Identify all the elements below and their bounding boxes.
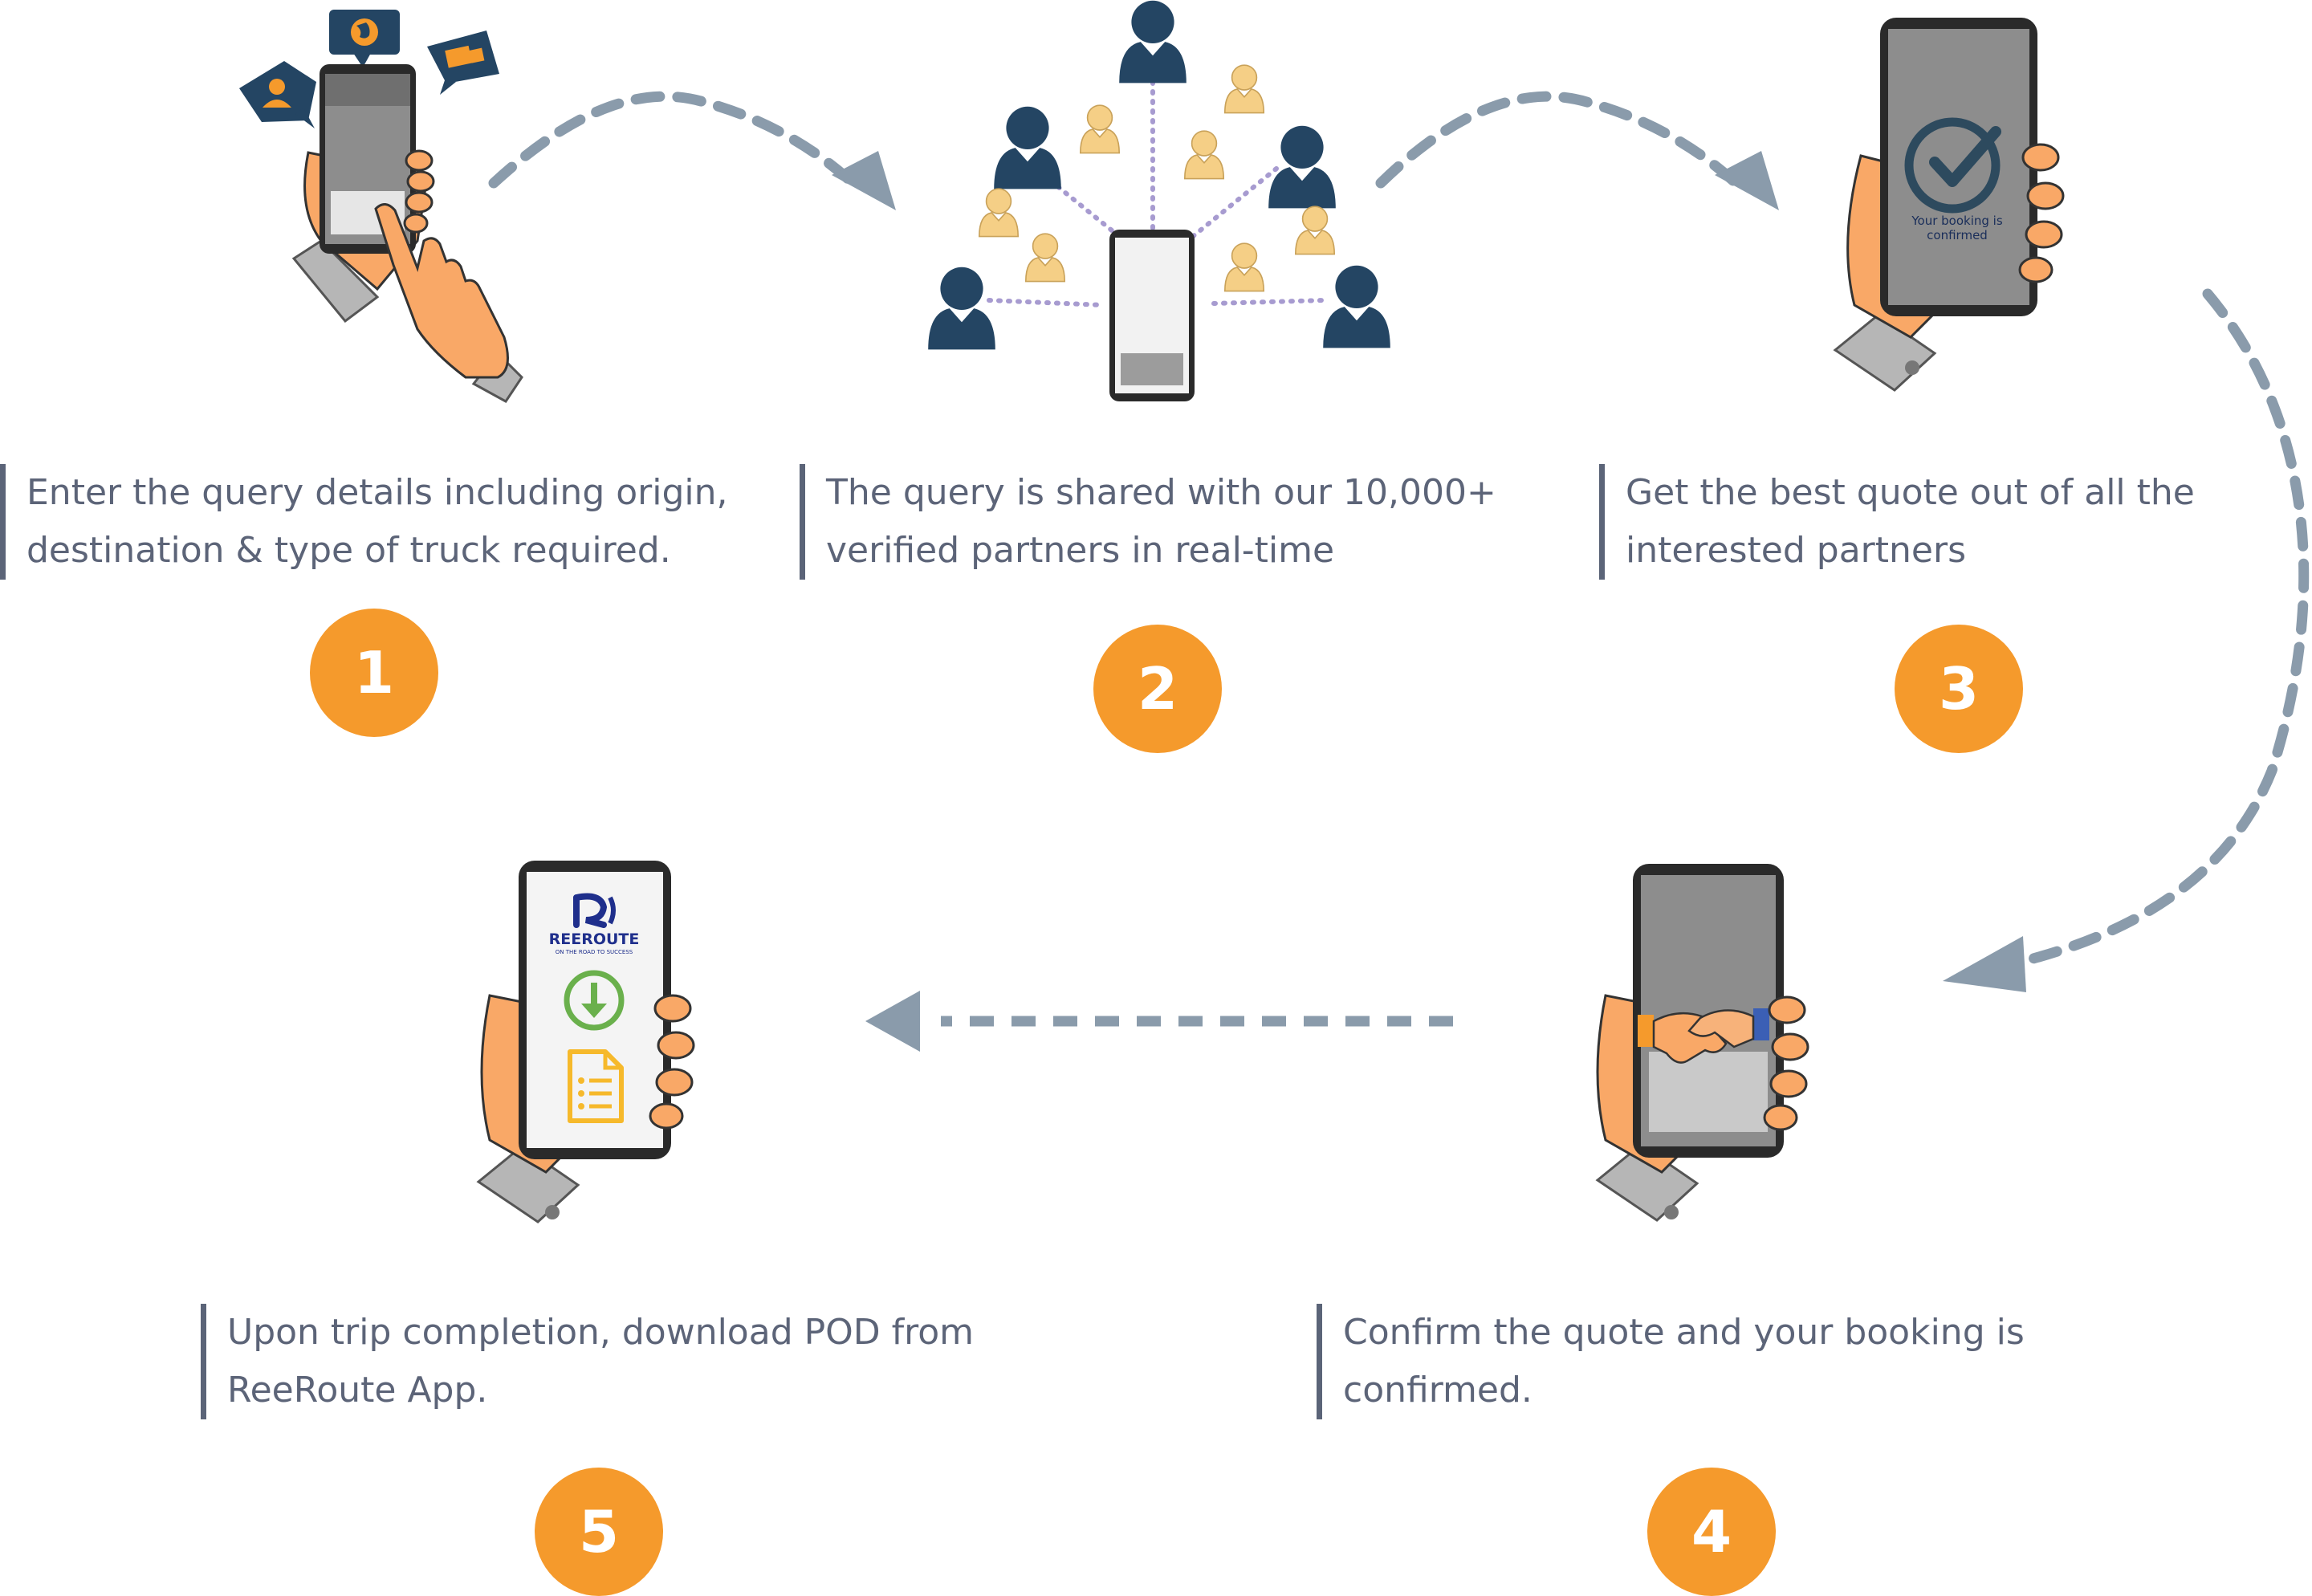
step1-illustration — [239, 10, 523, 403]
step5-description-line1: Upon trip completion, download POD from — [227, 1312, 975, 1353]
step5-number-badge: 5 — [535, 1468, 663, 1596]
step2-description-line2: verified partners in real-time — [826, 530, 1335, 571]
handshake-icon — [1638, 1008, 1769, 1064]
download-icon — [564, 970, 625, 1031]
booking-confirmed-text-1: Your booking is — [1911, 214, 2002, 228]
step3-description-line1: Get the best quote out of all the — [1626, 472, 2195, 513]
document-pod-icon — [568, 1049, 624, 1123]
step5-description: Upon trip completion, download POD from … — [201, 1304, 1003, 1419]
booking-confirmed-text-2: confirmed — [1927, 228, 1988, 242]
step1-description-line1: Enter the query details including origin… — [26, 472, 728, 513]
step4-number-badge: 4 — [1647, 1468, 1776, 1596]
arrow-step1-to-step2 — [488, 91, 896, 210]
step2-description-line1: The query is shared with our 10,000+ — [826, 472, 1496, 513]
reeroute-logo-text: REEROUTE — [549, 930, 640, 948]
step2-description: The query is shared with our 10,000+ ver… — [800, 464, 1554, 580]
arrow-step3-to-step4 — [1943, 288, 2310, 992]
step5-description-line2: ReeRoute App. — [227, 1370, 488, 1411]
step3-description: Get the best quote out of all the intere… — [1599, 464, 2298, 580]
globe-bubble-icon — [329, 10, 400, 67]
user-bubble-icon — [239, 61, 316, 128]
step2-number-badge: 2 — [1093, 625, 1222, 753]
step1-number-badge: 1 — [310, 609, 438, 737]
step1-description-line2: destination & type of truck required. — [26, 530, 671, 571]
arrow-step2-to-step3 — [1375, 91, 1779, 210]
step4-illustration — [1595, 864, 1809, 1222]
truck-bubble-icon — [427, 31, 499, 95]
step4-description-line2: confirmed. — [1343, 1370, 1533, 1411]
checkmark-confirmed-icon — [1904, 117, 2001, 214]
step4-description: Confirm the quote and your booking is co… — [1317, 1304, 2119, 1419]
step1-description: Enter the query details including origin… — [0, 464, 755, 580]
step3-number-badge: 3 — [1895, 625, 2023, 753]
arrow-step4-to-step5 — [865, 991, 1453, 1052]
reeroute-tagline: ON THE ROAD TO SUCCESS — [556, 949, 633, 955]
step5-illustration: REEROUTE ON THE ROAD TO SUCCESS — [476, 861, 695, 1223]
step4-description-line1: Confirm the quote and your booking is — [1343, 1312, 2025, 1353]
reeroute-logo-icon — [573, 893, 616, 928]
step2-illustration — [928, 0, 1390, 401]
step3-illustration: Your booking is confirmed — [1833, 18, 2065, 392]
step3-description-line2: interested partners — [1626, 530, 1966, 571]
